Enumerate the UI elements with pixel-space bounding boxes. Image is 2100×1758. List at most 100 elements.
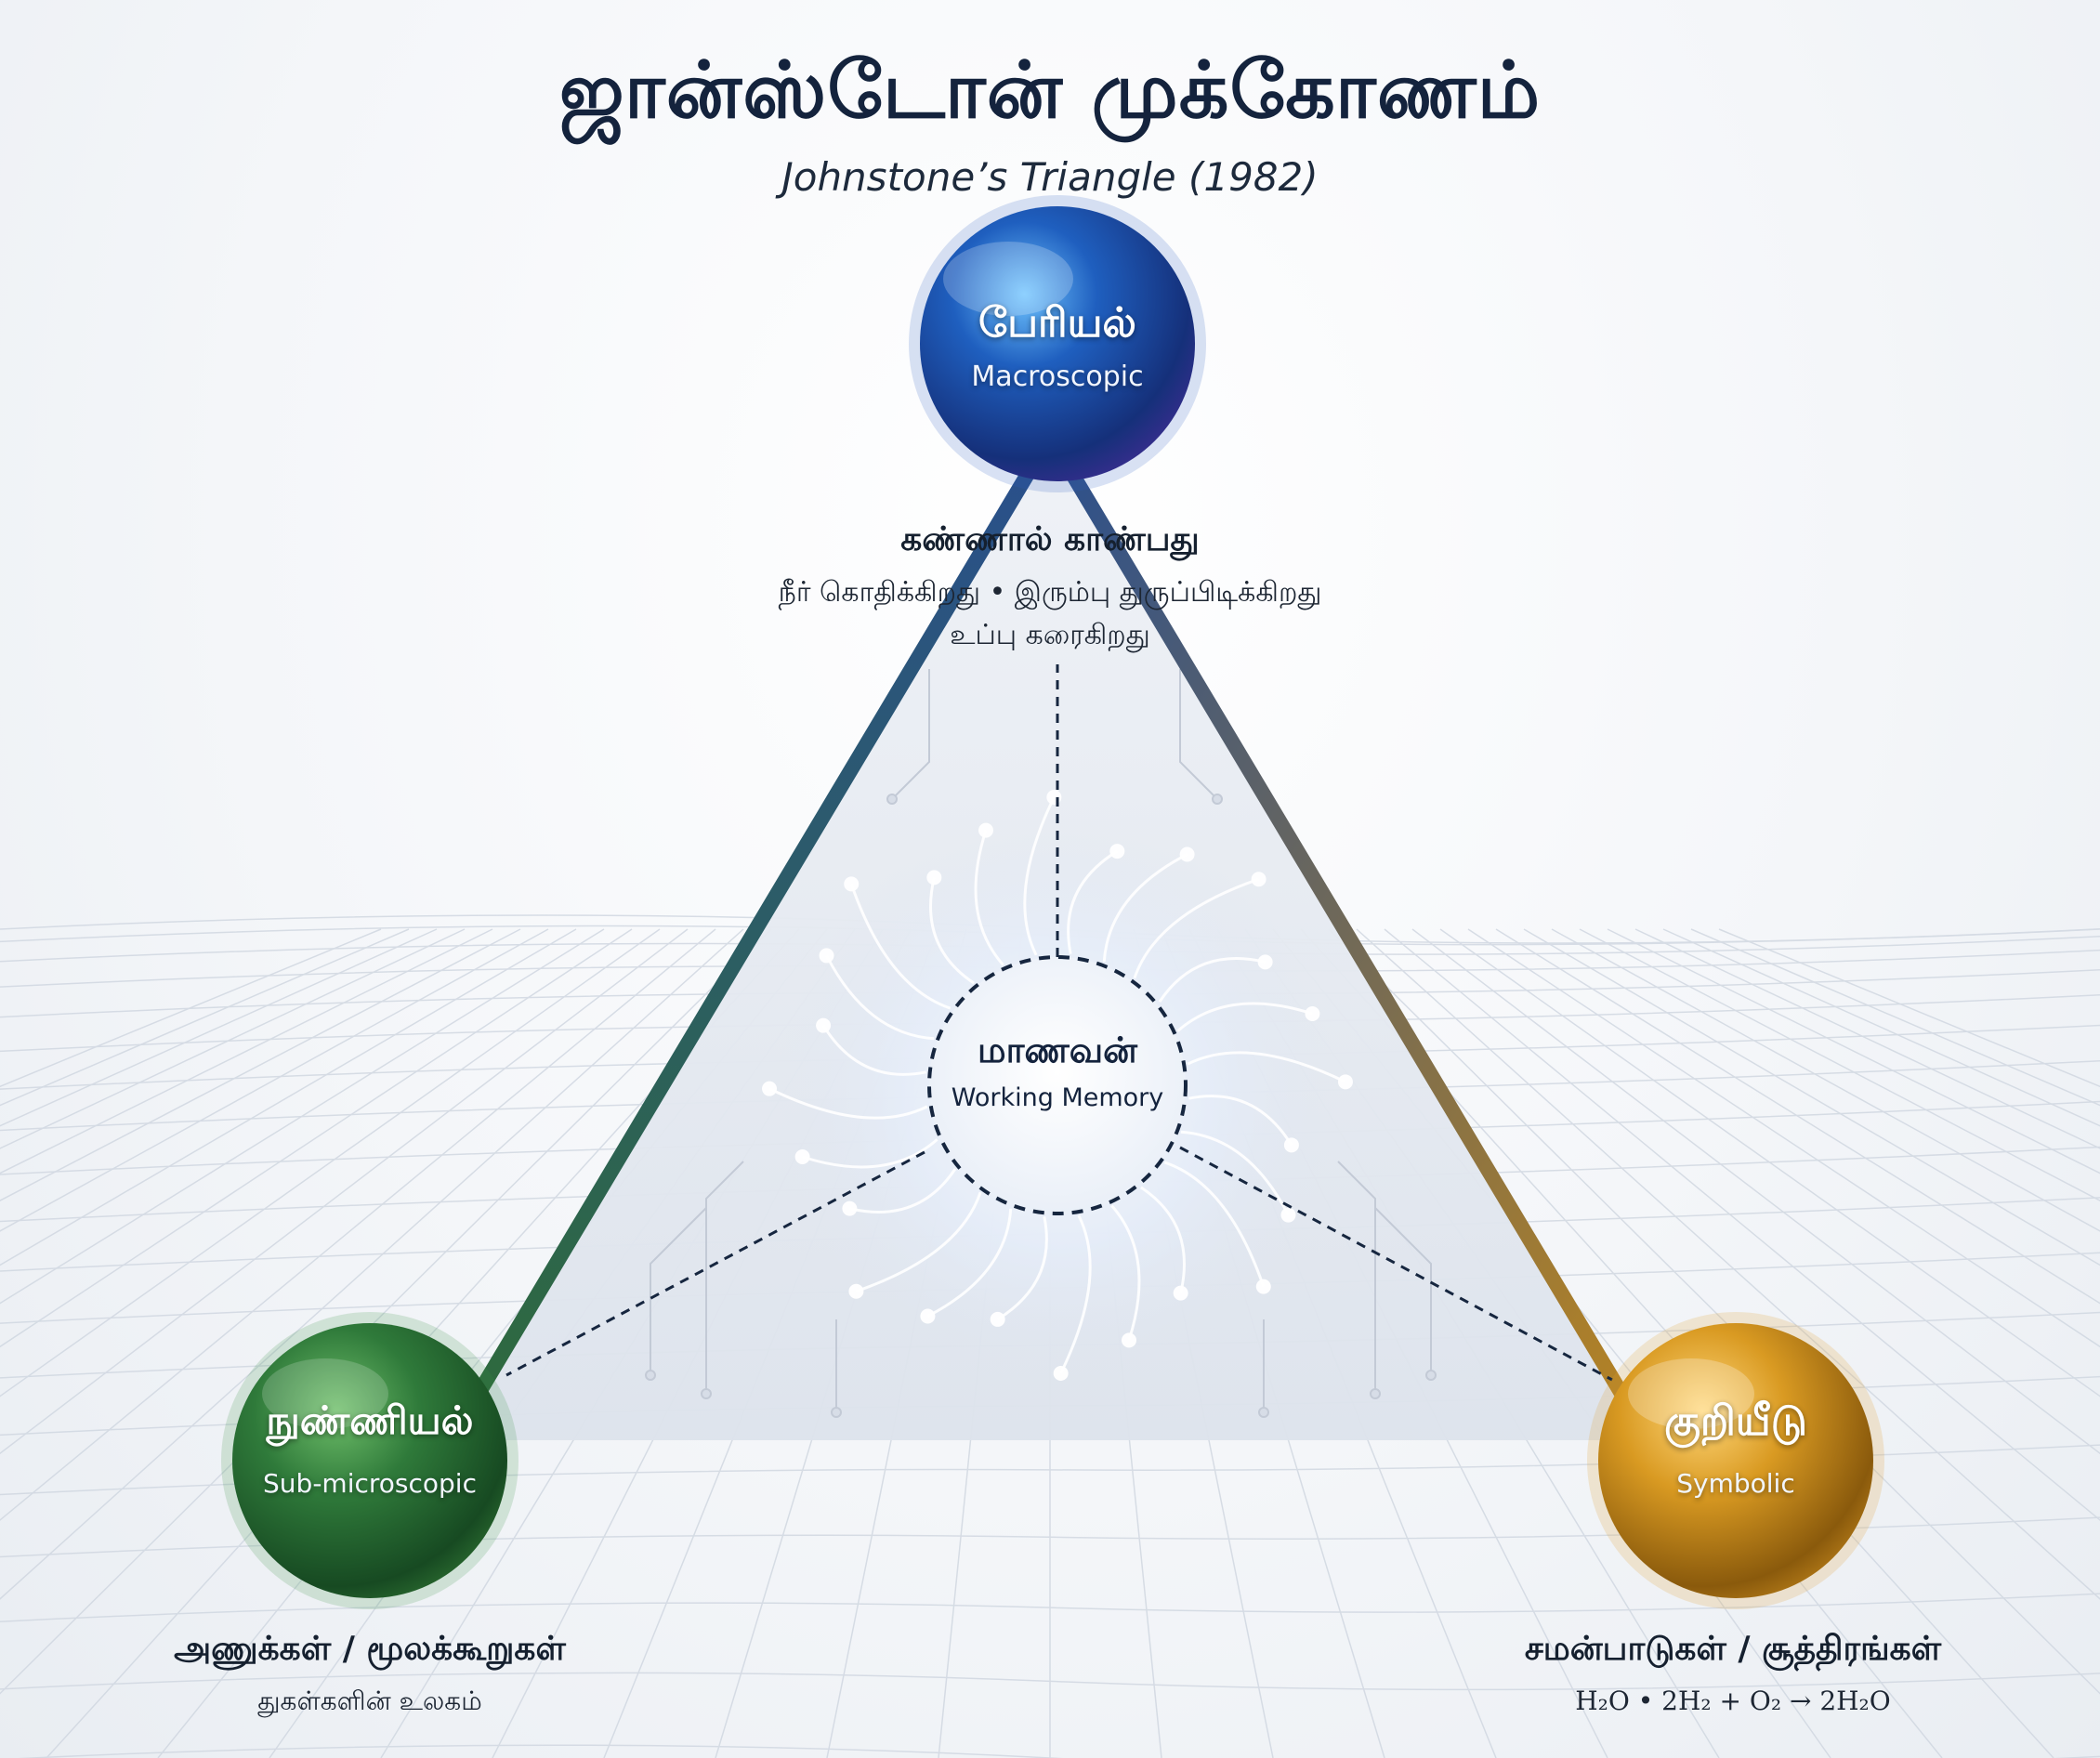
macro-examples-line1: நீர் கொதிக்கிறது • இரும்பு துருப்பிடிக்க…	[778, 576, 1322, 609]
filament-node	[1305, 1005, 1320, 1021]
filament-node	[848, 1283, 864, 1299]
filament-node	[1179, 846, 1195, 862]
macro-examples-line2: உப்பு கரைகிறது	[950, 619, 1150, 651]
filament-node	[816, 1017, 832, 1033]
neural-filament	[974, 830, 1004, 966]
grid-line-vertical	[0, 928, 577, 1266]
filament-node	[920, 1308, 936, 1324]
sphere-sub	[221, 1312, 518, 1609]
neural-filaments	[762, 790, 1353, 1381]
neural-filament	[768, 1087, 928, 1120]
circuit-node	[886, 794, 898, 805]
macro-label-ta: பேரியல்	[978, 299, 1136, 347]
symbolic-formula: H₂O • 2H₂ + O₂ → 2H₂O	[1575, 1686, 1891, 1716]
circuit-decoration	[645, 669, 1437, 1418]
neural-filament	[1059, 1214, 1092, 1374]
sub-label-en: Sub-microscopic	[263, 1468, 477, 1499]
grid-line-horizontal	[17, 1744, 2100, 1758]
grid-line-vertical	[1718, 928, 2100, 1088]
neural-filament	[1176, 1002, 1313, 1032]
grid-line-vertical	[1411, 928, 2100, 1455]
neural-filament	[926, 1208, 1013, 1318]
filament-node	[926, 870, 942, 886]
grid-line-vertical	[0, 928, 521, 1201]
grid-line-vertical	[0, 928, 633, 1348]
grid-line-vertical	[1439, 928, 2100, 1397]
sub-label-ta: நுண்ணியல்	[266, 1397, 474, 1443]
symbolic-heading: சமன்பாடுகள் / சூத்திரங்கள்	[1524, 1630, 1942, 1668]
circuit-node	[701, 1388, 712, 1399]
neural-filament	[849, 883, 952, 1010]
filament-node	[1280, 1207, 1296, 1223]
neural-filament	[1163, 1161, 1266, 1288]
circuit-node	[1258, 1407, 1269, 1418]
neural-filament	[1023, 796, 1056, 956]
grid-line-vertical	[1607, 928, 2100, 1174]
circuit-trace	[705, 1161, 744, 1394]
symbolic-label-ta: குறியீடு	[1664, 1397, 1807, 1445]
grid-line-vertical	[1634, 928, 2100, 1149]
grid-line-vertical	[1579, 928, 2100, 1201]
neural-filament	[825, 954, 935, 1041]
page-title: ஜான்ஸ்டோன் முக்கோணம்	[558, 45, 1542, 136]
filament-node	[978, 822, 993, 838]
neural-filament	[855, 1191, 982, 1293]
circuit-trace	[650, 1207, 707, 1375]
macro-label-en: Macroscopic	[971, 361, 1144, 393]
macro-heading: கண்ணால் காண்பது	[900, 520, 1200, 558]
neural-filament	[802, 1138, 938, 1169]
grid-line-vertical	[1662, 928, 2100, 1127]
circuit-node	[1212, 794, 1223, 805]
grid-line-vertical	[0, 928, 466, 1149]
sub-heading: அணுக்கள் / மூலக்கூறுகள்	[174, 1630, 566, 1668]
neural-filament	[849, 1168, 957, 1214]
neural-filament	[996, 1215, 1048, 1321]
circuit-trace	[1374, 1207, 1432, 1375]
connector-to-symbolic	[1179, 1146, 1613, 1382]
filament-node	[1251, 872, 1267, 887]
grid-line-vertical	[0, 928, 382, 1088]
grid-line-vertical	[1690, 928, 2100, 1107]
neural-filament	[1158, 957, 1266, 1003]
grid-line-vertical	[0, 928, 605, 1305]
filament-node	[990, 1311, 1005, 1327]
grid-line-vertical	[0, 928, 438, 1127]
page-subtitle: Johnstone’s Triangle (1982)	[781, 154, 1319, 200]
neural-filament	[1187, 1051, 1346, 1083]
circuit-node	[831, 1407, 842, 1418]
filament-node	[762, 1081, 778, 1096]
filament-node	[844, 876, 860, 892]
grid-line-vertical	[0, 928, 689, 1455]
filament-node	[1053, 1365, 1069, 1381]
grid-line-vertical	[0, 928, 410, 1107]
neural-filament	[1188, 1095, 1293, 1147]
neural-filament	[1133, 877, 1260, 979]
grid-line-vertical	[1495, 928, 2100, 1305]
grid-line-vertical	[0, 928, 549, 1232]
neural-filament	[1140, 1186, 1186, 1293]
filament-node	[842, 1200, 858, 1216]
circuit-node	[645, 1370, 656, 1381]
center-circle	[927, 955, 1188, 1215]
grid-line-vertical	[0, 928, 716, 1521]
sphere-macro	[909, 195, 1206, 492]
grid-line-vertical	[1384, 928, 2100, 1521]
grid-line-vertical	[1523, 928, 2100, 1266]
filament-node	[794, 1149, 810, 1165]
circuit-trace	[891, 669, 930, 800]
grid-line-vertical	[1467, 928, 2100, 1348]
filament-node	[1337, 1074, 1353, 1090]
filament-node	[1255, 1279, 1271, 1294]
filament-node	[1046, 790, 1062, 806]
symbolic-label-en: Symbolic	[1676, 1468, 1795, 1499]
grid-line-vertical	[0, 928, 493, 1174]
center-label-en: Working Memory	[951, 1083, 1164, 1112]
neural-filament	[1102, 853, 1188, 963]
grid-line-vertical	[1356, 928, 2100, 1600]
filament-node	[1173, 1285, 1188, 1301]
circuit-node	[1425, 1370, 1437, 1381]
sub-detail: துகள்களின் உலகம்	[257, 1686, 482, 1716]
triangle-edge-right	[1043, 429, 1657, 1448]
